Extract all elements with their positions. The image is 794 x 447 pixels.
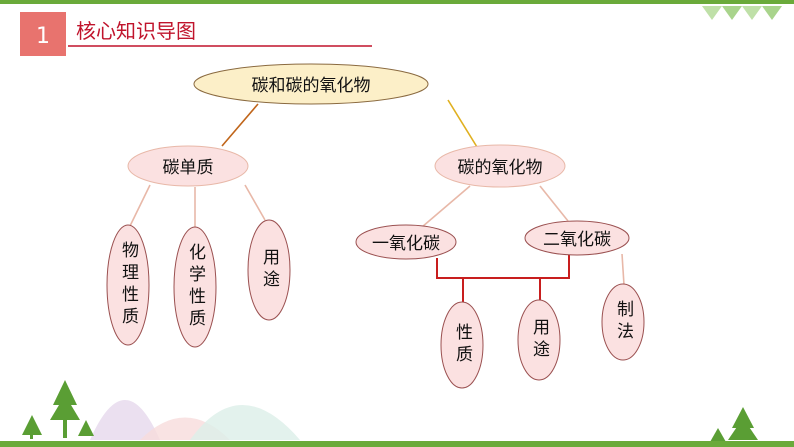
section-number: 1 bbox=[36, 24, 50, 49]
connectors bbox=[129, 99, 625, 303]
node-label: 碳单质 bbox=[163, 158, 214, 178]
node-label: 碳的氧化物 bbox=[458, 158, 543, 178]
top-green-bar bbox=[0, 0, 794, 4]
node-chemical-properties: 化学性质 bbox=[185, 243, 205, 331]
node-carbon-elements: 碳单质 bbox=[127, 145, 249, 187]
node-oxide-uses-shape bbox=[517, 299, 561, 381]
node-label: 一氧化碳 bbox=[372, 234, 440, 254]
node-chemical-properties-shape bbox=[173, 226, 217, 348]
top-right-triangles bbox=[702, 6, 782, 20]
bottom-decoration bbox=[0, 380, 794, 447]
node-label: 二氧化碳 bbox=[543, 230, 611, 250]
node-oxide-uses: 用途 bbox=[529, 318, 549, 362]
node-uses-shape bbox=[247, 219, 291, 321]
node-co2-preparation: 制法 bbox=[613, 300, 633, 344]
node-uses: 用途 bbox=[259, 248, 279, 292]
node-oxide-properties-shape bbox=[440, 301, 484, 389]
root-node: 碳和碳的氧化物 bbox=[193, 63, 429, 105]
root-label: 碳和碳的氧化物 bbox=[252, 76, 371, 96]
node-oxide-properties: 性质 bbox=[452, 323, 472, 367]
node-co2: 二氧化碳 bbox=[524, 220, 630, 256]
vertical-node-shapes bbox=[106, 219, 645, 389]
section-number-badge bbox=[20, 12, 66, 56]
node-carbon-oxides: 碳的氧化物 bbox=[434, 144, 566, 188]
node-co: 一氧化碳 bbox=[355, 224, 457, 260]
node-co2-preparation-shape bbox=[601, 283, 645, 361]
page-title: 核心知识导图 bbox=[76, 19, 196, 43]
node-physical-properties-shape bbox=[106, 224, 150, 346]
node-physical-properties: 物理性质 bbox=[118, 241, 138, 329]
